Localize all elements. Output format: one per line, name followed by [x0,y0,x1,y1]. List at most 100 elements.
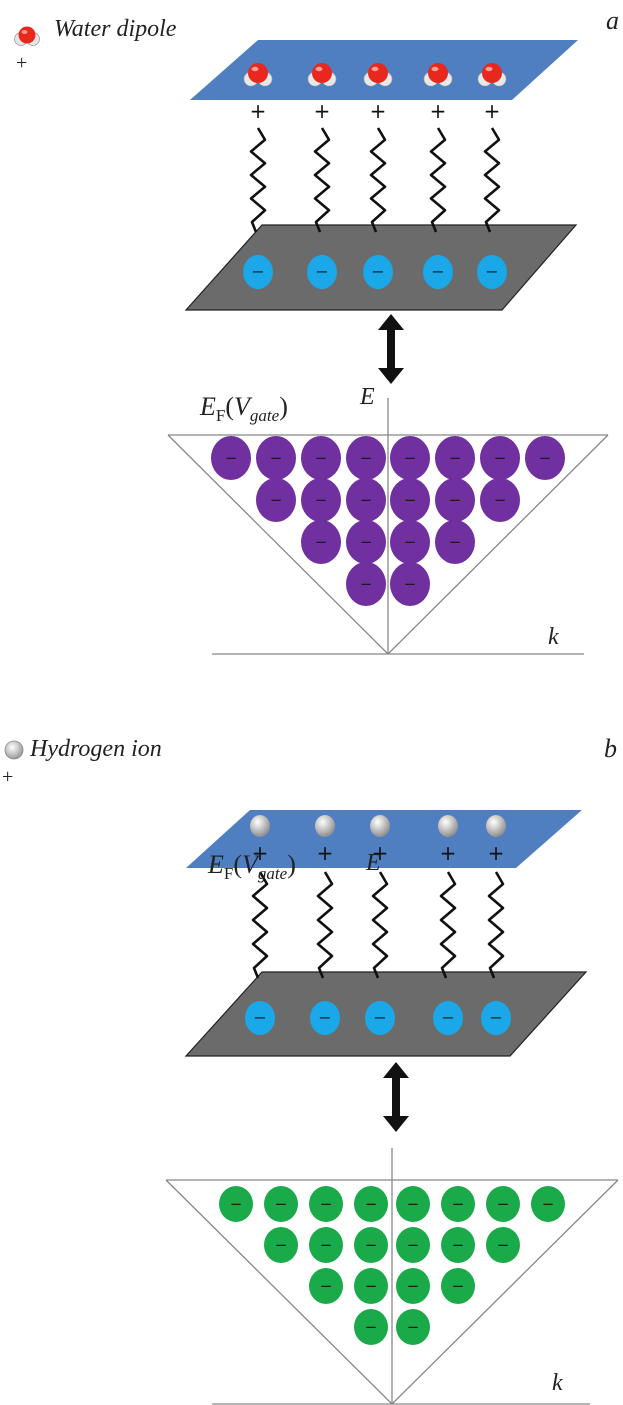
linker-spring [483,127,501,233]
surface-electron [477,255,507,289]
filled-electron-state [264,1186,298,1222]
filled-electron-state [354,1227,388,1263]
filled-electron-state [309,1186,343,1222]
panel-letter: a [606,6,619,35]
water-molecule [243,63,273,87]
legend-plus-sign: + [2,766,14,788]
filled-electron-state [441,1268,475,1304]
linker-spring [316,871,334,979]
surface-electron [481,1001,511,1035]
hydrogen-ion [250,815,270,837]
plus-sign: + [370,99,387,123]
filled-electron-state [441,1186,475,1222]
minus-sign: − [270,491,283,509]
plus-sign: + [440,841,457,865]
surface-electron [433,1001,463,1035]
filled-electron-state [301,478,341,522]
plus-sign: + [250,99,267,123]
minus-sign: − [360,449,373,467]
plus-sign: + [372,841,389,865]
dirac-cone-right [387,434,609,655]
arrow-shaft [392,1076,400,1118]
minus-sign: − [320,1195,333,1213]
minus-sign: − [360,491,373,509]
energy-axis-label: E [366,850,381,876]
momentum-axis-label: k [552,1370,563,1396]
plus-sign: + [317,841,334,865]
hydrogen-ion [438,815,458,837]
plus-sign: + [252,841,269,865]
filled-electron-state [390,562,430,606]
filled-electron-state [396,1268,430,1304]
minus-sign: − [539,449,552,467]
water-molecule [363,63,393,87]
minus-sign: − [497,1236,510,1254]
filled-electron-state [441,1227,475,1263]
hydrogen-ion [370,815,390,837]
arrow-head-down [383,1116,409,1132]
minus-sign: − [452,1236,465,1254]
fermi-level-label: EF(Vgate) [208,850,296,884]
minus-sign: − [441,1008,454,1027]
gating-diagram-b: +−+−+−+−+−−−−−−−−−−−−−−−−−−−−− [165,810,619,1405]
filled-electron-state [309,1227,343,1263]
filled-electron-state [480,436,520,480]
arrow-shaft [387,328,395,370]
minus-sign: − [320,1236,333,1254]
minus-sign: − [360,575,373,593]
minus-sign: − [407,1318,420,1336]
linker-spring [249,127,267,233]
minus-sign: − [365,1277,378,1295]
minus-sign: − [494,491,507,509]
fermi-level-label: EF(Vgate) [200,392,288,426]
panel-letter: b [604,734,617,763]
filled-electron-state [346,520,386,564]
filled-electron-state [301,520,341,564]
arrow-head-up [383,1062,409,1078]
filled-electron-state [346,478,386,522]
filled-electron-state [354,1186,388,1222]
filled-electron-state [396,1309,430,1345]
minus-sign: − [315,533,328,551]
top-plate [186,810,582,868]
minus-sign: − [225,449,238,467]
minus-sign: − [404,449,417,467]
linker-spring [439,871,457,979]
linker-spring [371,871,389,979]
filled-electron-state [390,520,430,564]
filled-electron-state [309,1268,343,1304]
linker-spring [487,871,505,979]
minus-sign: − [365,1195,378,1213]
legend-label: Water dipole [54,16,177,42]
minus-sign: − [253,1008,266,1027]
surface-electron [245,1001,275,1035]
panel-b: b Hydrogen ion + +−+−+−+−+−−−−−−−−−−−−−−… [0,700,623,1405]
minus-sign: − [494,449,507,467]
filled-electron-state [354,1309,388,1345]
minus-sign: − [318,1008,331,1027]
minus-sign: − [497,1195,510,1213]
water-molecule-legend-icon [12,24,42,48]
filled-electron-state [301,436,341,480]
linker-spring [369,127,387,233]
minus-sign: − [320,1277,333,1295]
water-molecule [477,63,507,87]
plus-sign: + [484,99,501,123]
gating-diagram-a: +−+−+−+−+−−−−−−−−−−−−−−−−−−−−− [167,40,609,655]
filled-electron-state [396,1227,430,1263]
filled-electron-state [486,1186,520,1222]
arrow-head-down [378,368,404,384]
filled-electron-state [435,478,475,522]
minus-sign: − [315,262,328,281]
water-molecule [423,63,453,87]
filled-electron-state [256,478,296,522]
plus-sign: + [314,99,331,123]
surface-electron [310,1001,340,1035]
filled-electron-state [390,436,430,480]
filled-electron-state [264,1227,298,1263]
filled-electron-state [346,562,386,606]
minus-sign: − [407,1277,420,1295]
filled-electron-state [525,436,565,480]
minus-sign: − [542,1195,555,1213]
arrow-head-up [378,314,404,330]
